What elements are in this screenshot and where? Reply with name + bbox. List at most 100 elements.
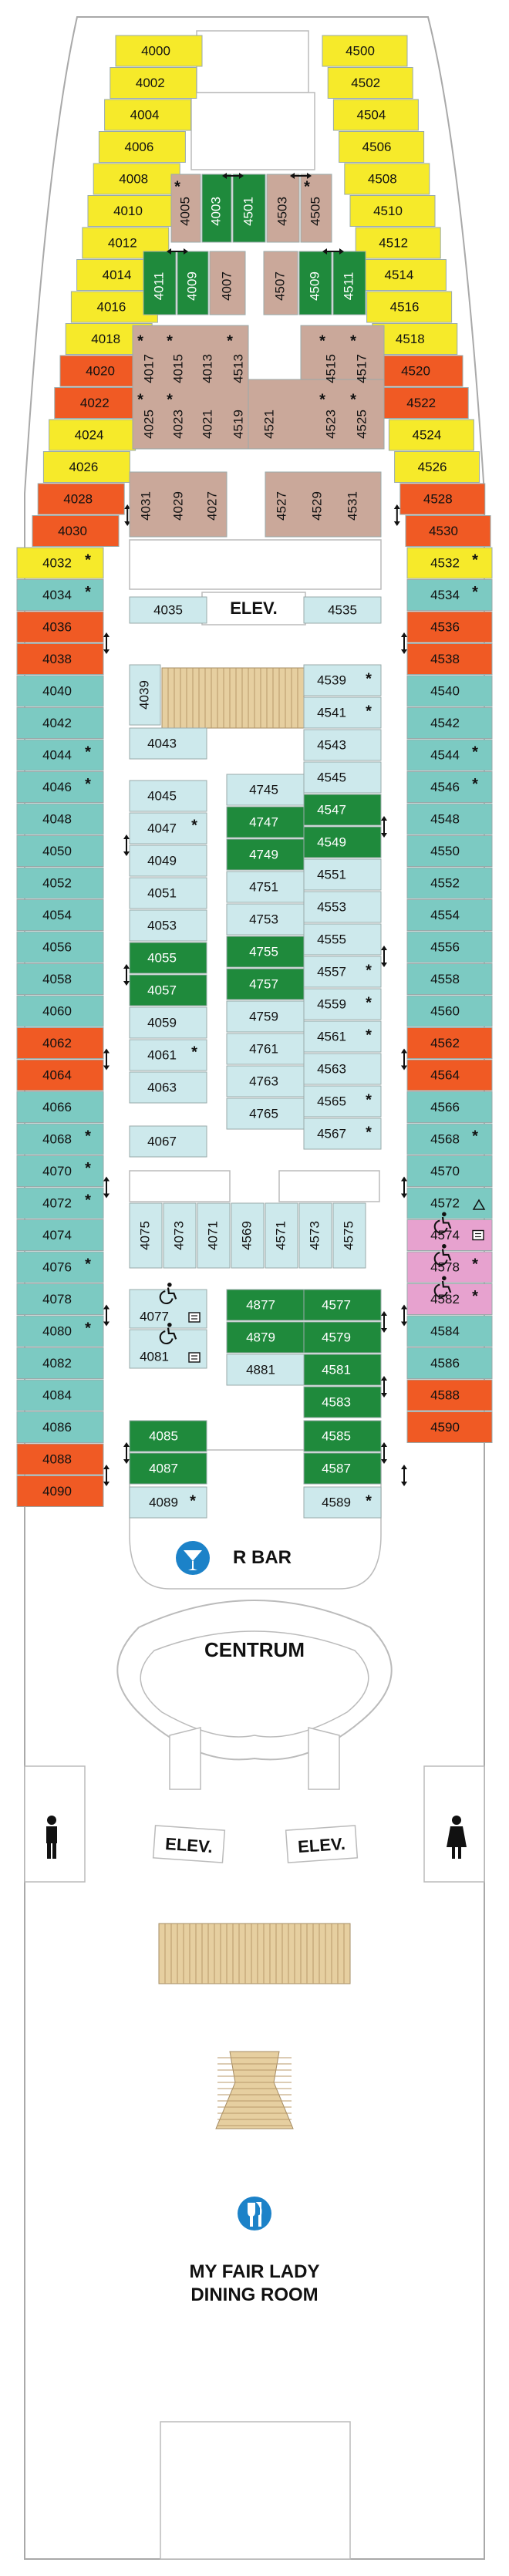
cabin-4034[interactable]: 4034* (16, 579, 104, 611)
cabin-4066[interactable]: 4066 (16, 1091, 104, 1123)
cabin-4078[interactable]: 4078 (16, 1283, 104, 1315)
cabin-4022[interactable]: 4022 (54, 387, 142, 419)
cabin-4751[interactable]: 4751 (226, 871, 305, 903)
cabin-4569[interactable]: 4569 (231, 1202, 265, 1269)
cabin-4028[interactable]: 4028 (37, 483, 125, 515)
cabin-4516[interactable]: 4516 (366, 291, 453, 323)
cabin-4573[interactable]: 4573 (298, 1202, 332, 1269)
cabin-4561[interactable]: 4561* (303, 1020, 382, 1053)
cabin-4072[interactable]: 4072* (16, 1187, 104, 1219)
cabin-4563[interactable]: 4563 (303, 1053, 382, 1085)
cabin-4088[interactable]: 4088 (16, 1443, 104, 1475)
cabin-4011[interactable]: 4011 (143, 251, 177, 315)
cabin-4085[interactable]: 4085 (129, 1420, 207, 1452)
cabin-4587[interactable]: 4587 (303, 1452, 382, 1485)
cabin-4015[interactable]: 4015* (167, 332, 185, 383)
cabin-4090[interactable]: 4090 (16, 1475, 104, 1507)
cabin-4546[interactable]: 4546* (406, 771, 493, 803)
cabin-4529[interactable]: 4529 (309, 491, 324, 521)
cabin-4745[interactable]: 4745 (226, 774, 305, 806)
cabin-4564[interactable]: 4564 (406, 1059, 493, 1091)
cabin-4585[interactable]: 4585 (303, 1420, 382, 1452)
cabin-4562[interactable]: 4562 (406, 1027, 493, 1059)
cabin-4570[interactable]: 4570 (406, 1155, 493, 1187)
cabin-4055[interactable]: 4055 (129, 942, 207, 974)
cabin-4577[interactable]: 4577 (303, 1289, 382, 1321)
cabin-4045[interactable]: 4045 (129, 780, 207, 812)
cabin-4547[interactable]: 4547 (303, 794, 382, 826)
cabin-4583[interactable]: 4583 (303, 1386, 382, 1418)
cabin-4581[interactable]: 4581 (303, 1354, 382, 1386)
cabin-4089[interactable]: 4089* (129, 1486, 207, 1519)
cabin-4513[interactable]: 4513* (227, 332, 245, 383)
cabin-4006[interactable]: 4006 (98, 131, 186, 163)
cabin-4042[interactable]: 4042 (16, 707, 104, 739)
cabin-4046[interactable]: 4046* (16, 771, 104, 803)
cabin-4879[interactable]: 4879 (226, 1321, 305, 1354)
cabin-4553[interactable]: 4553 (303, 891, 382, 923)
cabin-4574[interactable]: 4574 (406, 1212, 493, 1251)
cabin-4506[interactable]: 4506 (339, 131, 425, 163)
cabin-4757[interactable]: 4757 (226, 968, 305, 1000)
cabin-4040[interactable]: 4040 (16, 675, 104, 707)
cabin-4559[interactable]: 4559* (303, 988, 382, 1020)
cabin-4013[interactable]: 4013 (200, 354, 214, 383)
cabin-4517[interactable]: 4517* (350, 332, 369, 383)
cabin-4514[interactable]: 4514 (360, 259, 447, 291)
cabin-4073[interactable]: 4073 (163, 1202, 197, 1269)
cabin-4081[interactable]: 4081 (129, 1323, 207, 1369)
cabin-4554[interactable]: 4554 (406, 899, 493, 931)
cabin-4567[interactable]: 4567* (303, 1118, 382, 1150)
cabin-4051[interactable]: 4051 (129, 877, 207, 909)
cabin-4532[interactable]: 4532* (406, 547, 493, 579)
cabin-4519[interactable]: 4519 (231, 410, 245, 439)
cabin-4524[interactable]: 4524 (388, 419, 474, 451)
cabin-4084[interactable]: 4084 (16, 1379, 104, 1411)
cabin-4076[interactable]: 4076* (16, 1251, 104, 1283)
cabin-4525[interactable]: 4525* (350, 391, 369, 439)
cabin-4565[interactable]: 4565* (303, 1085, 382, 1118)
cabin-4038[interactable]: 4038 (16, 643, 104, 675)
cabin-4589[interactable]: 4589* (303, 1486, 382, 1519)
cabin-4024[interactable]: 4024 (49, 419, 137, 451)
cabin-4047[interactable]: 4047* (129, 812, 207, 845)
cabin-4556[interactable]: 4556 (406, 931, 493, 963)
cabin-4761[interactable]: 4761 (226, 1033, 305, 1065)
cabin-4048[interactable]: 4048 (16, 803, 104, 835)
cabin-4074[interactable]: 4074 (16, 1219, 104, 1251)
cabin-4555[interactable]: 4555 (303, 923, 382, 956)
cabin-4759[interactable]: 4759 (226, 1000, 305, 1033)
cabin-4545[interactable]: 4545 (303, 761, 382, 794)
cabin-4578[interactable]: 4578* (406, 1244, 493, 1283)
cabin-4538[interactable]: 4538 (406, 643, 493, 675)
cabin-4520[interactable]: 4520 (377, 355, 463, 387)
cabin-4052[interactable]: 4052 (16, 867, 104, 899)
cabin-4512[interactable]: 4512 (355, 227, 441, 259)
cabin-4075[interactable]: 4075 (129, 1202, 163, 1269)
cabin-4058[interactable]: 4058 (16, 963, 104, 995)
cabin-4534[interactable]: 4534* (406, 579, 493, 611)
cabin-4515[interactable]: 4515* (319, 332, 338, 383)
cabin-4747[interactable]: 4747 (226, 806, 305, 838)
cabin-4021[interactable]: 4021 (200, 410, 214, 439)
cabin-4528[interactable]: 4528 (399, 483, 486, 515)
cabin-4031[interactable]: 4031 (138, 491, 153, 521)
cabin-4007[interactable]: 4007 (209, 251, 246, 315)
cabin-4530[interactable]: 4530 (405, 515, 491, 547)
cabin-4550[interactable]: 4550 (406, 835, 493, 867)
cabin-4536[interactable]: 4536 (406, 611, 493, 643)
cabin-4070[interactable]: 4070* (16, 1155, 104, 1187)
cabin-4059[interactable]: 4059 (129, 1006, 207, 1039)
cabin-4039[interactable]: 4039 (129, 664, 161, 726)
cabin-4025[interactable]: 4025* (137, 391, 156, 439)
cabin-4500[interactable]: 4500 (322, 35, 408, 67)
cabin-4026[interactable]: 4026 (42, 451, 130, 483)
cabin-4527[interactable]: 4527 (274, 491, 288, 521)
cabin-4082[interactable]: 4082 (16, 1347, 104, 1379)
cabin-4505[interactable]: 4505* (300, 174, 332, 243)
cabin-4518[interactable]: 4518 (372, 323, 458, 355)
cabin-4763[interactable]: 4763 (226, 1065, 305, 1097)
cabin-4557[interactable]: 4557* (303, 956, 382, 988)
cabin-4510[interactable]: 4510 (349, 195, 436, 227)
cabin-4032[interactable]: 4032* (16, 547, 104, 579)
